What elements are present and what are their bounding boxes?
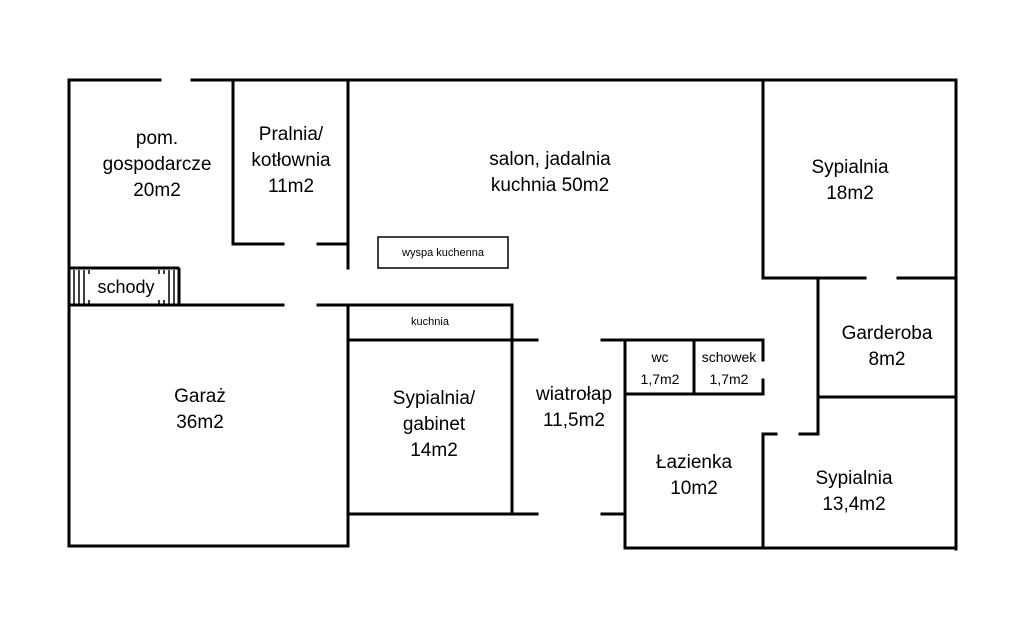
kitchen-island [377,236,509,269]
room-wc-label: wc 1,7m2 [640,349,680,387]
room-salon-label: salon, jadalnia kuchnia 50m2 [489,149,611,196]
room-sypialnia-13-label: Sypialnia 13,4m2 [815,468,893,515]
kitchen-fixtures [347,236,513,341]
room-pralnia-label: Pralnia/ kotłownia 11m2 [251,124,331,197]
kitchen-island-label: wyspa kuchenna [402,247,484,259]
room-gabinet-label: Sypialnia/ gabinet 14m2 [392,388,476,461]
room-gospodarcze-label: pom. gospodarcze 20m2 [102,128,212,201]
room-sypialnia-18-label: Sypialnia 18m2 [811,157,889,204]
room-schowek-label: schowek 1,7m2 [701,349,757,387]
stairs-label: schody [86,274,166,300]
outer-walls [67,78,958,551]
room-garaz-label: Garaż 36m2 [174,386,226,433]
kitchen-counter-label: kuchnia [411,316,449,328]
room-lazienka-label: Łazienka 10m2 [655,452,733,499]
kitchen-counter [347,304,513,341]
room-wiatrolap-label: wiatrołap 11,5m2 [535,384,613,431]
room-garderoba-label: Garderoba 8m2 [841,323,933,370]
